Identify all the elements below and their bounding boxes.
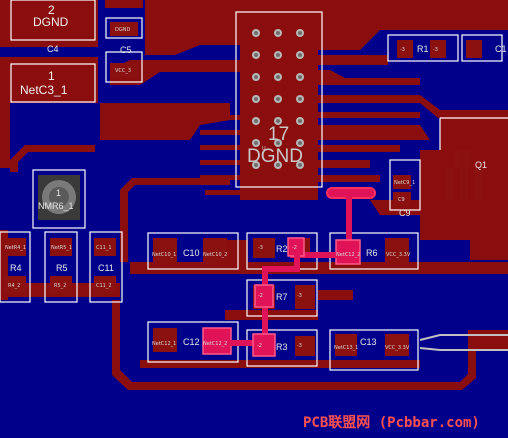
c11-pad2: C11_2 bbox=[96, 283, 112, 289]
pad-net-top: DGND bbox=[33, 15, 69, 29]
pad-num-bottom: 1 bbox=[48, 69, 55, 83]
label-c11: C11 bbox=[98, 263, 114, 273]
label-c4: C4 bbox=[47, 44, 59, 54]
r7-pad2: -3 bbox=[297, 293, 302, 299]
label-r1: R1 bbox=[417, 44, 429, 54]
r5-pad1: NetR5_1 bbox=[51, 245, 72, 251]
label-c12: C12 bbox=[183, 337, 200, 347]
c13-pad2: VCC_3.3V bbox=[385, 345, 410, 351]
highlighted-net[interactable] bbox=[202, 187, 376, 357]
label-r4: R4 bbox=[10, 263, 22, 273]
edge-traces bbox=[419, 334, 508, 351]
connector-pins bbox=[252, 29, 304, 169]
r3-pad2: -3 bbox=[297, 343, 302, 349]
mounting-hole[interactable]: 1 NMR6_1 bbox=[38, 175, 80, 220]
connector-pin-num: 17 bbox=[268, 124, 289, 145]
c10-pad2: NetC10_2 bbox=[203, 252, 227, 258]
label-r6: R6 bbox=[366, 248, 378, 258]
silkscreen-layer bbox=[0, 0, 508, 371]
r6-pad1: NetC12_2 bbox=[336, 252, 360, 258]
r1-pad2: -3 bbox=[433, 47, 438, 53]
label-r3: R3 bbox=[276, 342, 288, 352]
watermark: PCB联盟网 (Pcbbar.com) bbox=[303, 415, 480, 431]
r4-pad1: NetR4_1 bbox=[5, 245, 26, 251]
r4-pad2: R4_2 bbox=[8, 283, 20, 289]
r5-pad2: R5_2 bbox=[54, 283, 66, 289]
connector-pin-net: DGND bbox=[247, 146, 303, 167]
c12-pad1: NetC12_1 bbox=[152, 341, 176, 347]
c5-pad2: VCC_3 bbox=[115, 68, 131, 74]
c11-pad1: C11_1 bbox=[96, 245, 112, 251]
label-r2: R2 bbox=[276, 244, 288, 254]
mounting-hole-num: 1 bbox=[56, 188, 61, 198]
label-r5: R5 bbox=[56, 263, 68, 273]
r1-pad1: -3 bbox=[400, 47, 405, 53]
label-c13: C13 bbox=[360, 337, 377, 347]
c9-pad1: NetC9_1 bbox=[394, 180, 415, 186]
r2-pad1: -3 bbox=[258, 245, 263, 251]
mounting-hole-net: NMR6_1 bbox=[38, 201, 74, 211]
c5-pad1: DGND bbox=[115, 27, 130, 33]
c13-pad1: NetC13_1 bbox=[334, 345, 358, 351]
c12-pad2: NetC12_2 bbox=[203, 341, 227, 347]
c9-pad2: C9 bbox=[398, 197, 405, 203]
pad-net-bottom: NetC3_1 bbox=[20, 83, 68, 97]
label-c9: C9 bbox=[399, 208, 411, 218]
label-c10: C10 bbox=[183, 248, 200, 258]
c10-pad1: NetC10_1 bbox=[152, 252, 176, 258]
r2-pad2: -2 bbox=[292, 245, 297, 251]
label-r7: R7 bbox=[276, 292, 288, 302]
r7-pad1: -2 bbox=[258, 293, 263, 299]
r6-pad2: VCC_3.3V bbox=[386, 252, 411, 258]
pad-num-top: 2 bbox=[48, 3, 55, 17]
connector-ref: U bbox=[262, 146, 266, 152]
r3-pad1: -2 bbox=[257, 343, 262, 349]
label-c1: C1 bbox=[495, 44, 507, 54]
label-q1: Q1 bbox=[475, 160, 487, 170]
label-c5: C5 bbox=[120, 45, 132, 55]
